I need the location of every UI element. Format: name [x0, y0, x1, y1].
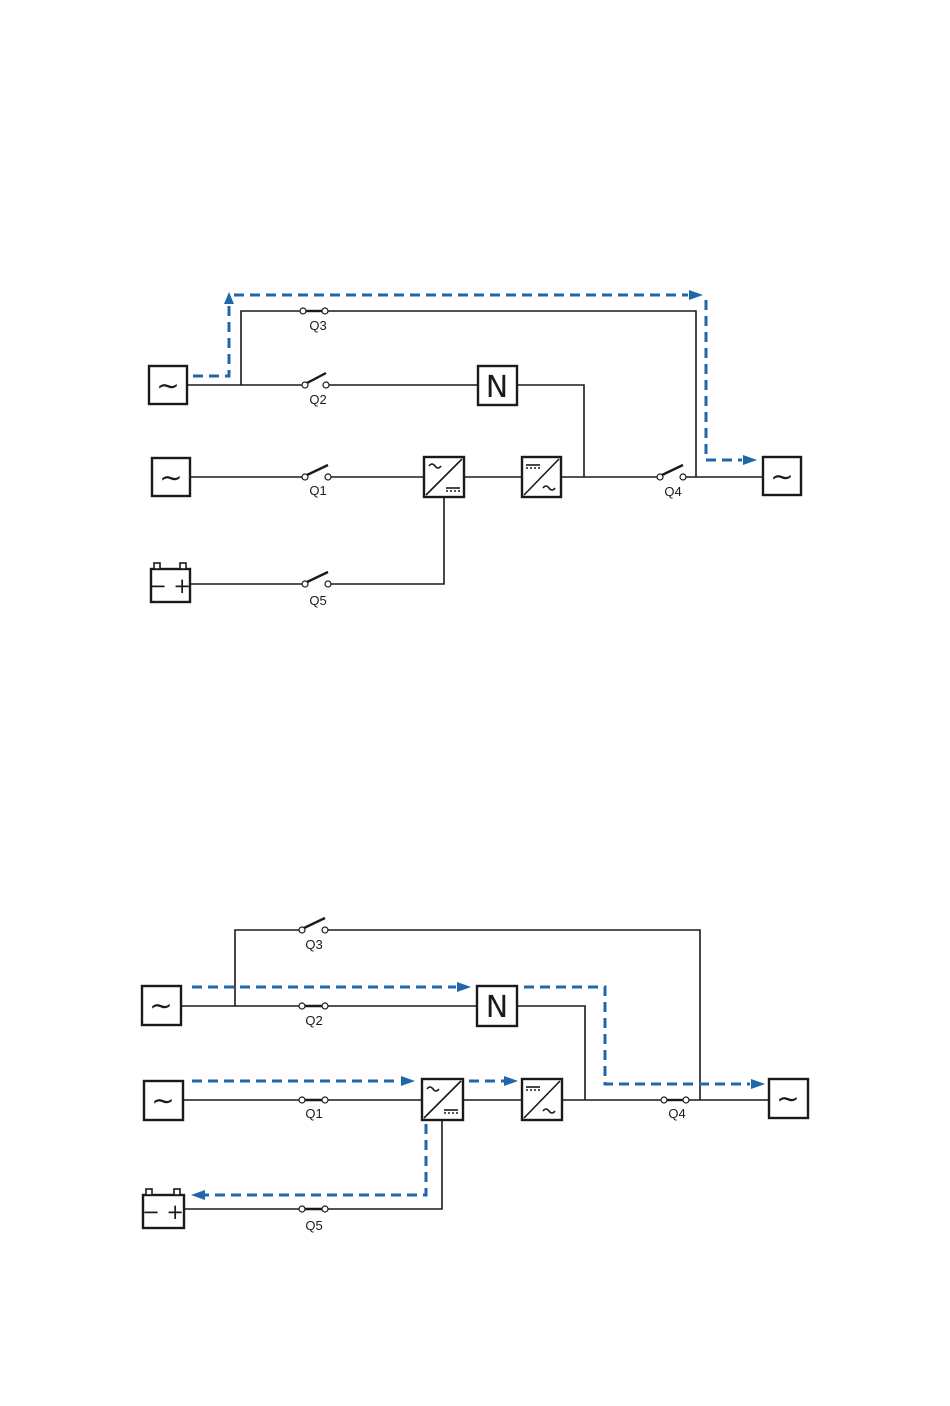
switch-q5: Q5	[299, 1206, 328, 1233]
load-ac-icon: ∼	[769, 1079, 808, 1118]
svg-text:N: N	[486, 370, 508, 405]
bypass-ac-source-icon: ∼	[149, 366, 187, 404]
svg-text:∼: ∼	[156, 369, 179, 402]
switch-q4: Q4	[661, 1097, 689, 1121]
svg-text:∼: ∼	[151, 1084, 174, 1117]
switch-q1: Q1	[302, 465, 331, 498]
switch-q5-label: Q5	[309, 593, 326, 608]
switch-q1: Q1	[299, 1097, 328, 1121]
rectifier-icon	[422, 1079, 463, 1120]
svg-text:∼: ∼	[149, 989, 172, 1022]
switch-q2: Q2	[299, 1003, 328, 1028]
switch-q4-label: Q4	[664, 484, 681, 499]
mains-ac-source-icon: ∼	[144, 1081, 183, 1120]
wiring	[181, 930, 769, 1209]
battery-icon: − +	[149, 563, 191, 602]
switch-q2: Q2	[302, 373, 329, 407]
inverter-icon	[522, 457, 561, 497]
switch-q1-label: Q1	[305, 1106, 322, 1121]
diagram-1: Q3 Q2 Q1 Q5 Q4 ∼	[149, 290, 801, 608]
switch-q3: Q3	[300, 308, 328, 333]
switch-q2-label: Q2	[309, 392, 326, 407]
switch-q4-label: Q4	[668, 1106, 685, 1121]
svg-text:∼: ∼	[770, 460, 793, 493]
battery-icon: − +	[142, 1189, 184, 1228]
switch-q3: Q3	[299, 918, 328, 952]
switch-q5: Q5	[302, 572, 331, 608]
svg-text:∼: ∼	[776, 1082, 799, 1115]
svg-text:− +: − +	[142, 1200, 184, 1224]
switch-q5-label: Q5	[305, 1218, 322, 1233]
diagram-2: Q3 Q2 Q1 Q5 Q4 ∼	[142, 918, 808, 1233]
power-flow-path	[193, 290, 757, 465]
static-switch-icon: N	[477, 986, 517, 1026]
svg-text:− +: − +	[149, 574, 191, 598]
switch-q3-label: Q3	[305, 937, 322, 952]
svg-text:∼: ∼	[159, 461, 182, 494]
switch-q2-label: Q2	[305, 1013, 322, 1028]
switch-q4: Q4	[657, 465, 686, 499]
switch-q1-label: Q1	[309, 483, 326, 498]
load-ac-icon: ∼	[763, 457, 801, 495]
wiring	[188, 311, 763, 584]
bypass-ac-source-icon: ∼	[142, 986, 181, 1025]
static-switch-icon: N	[478, 366, 517, 405]
svg-text:N: N	[486, 990, 508, 1025]
inverter-icon	[522, 1079, 562, 1120]
mains-ac-source-icon: ∼	[152, 458, 190, 496]
rectifier-icon	[424, 457, 464, 497]
switch-q3-label: Q3	[309, 318, 326, 333]
